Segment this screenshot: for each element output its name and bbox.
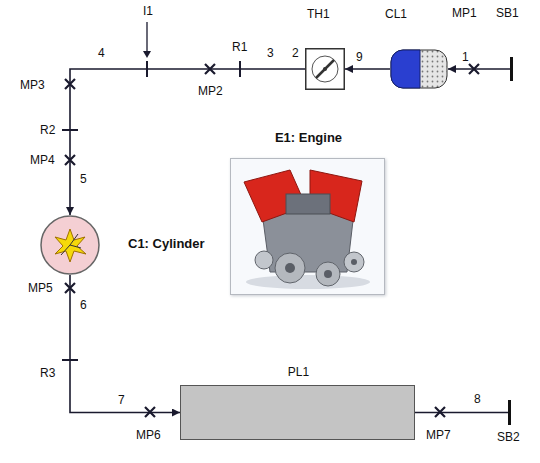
pipe-connector	[345, 68, 390, 70]
component-label: PL1	[141, 365, 456, 379]
part-name: R1	[232, 40, 247, 54]
component-label: C1: Cylinder	[128, 237, 205, 251]
air-cleaner-shape	[390, 49, 448, 89]
throttle-shape	[305, 48, 345, 90]
boundary-end: SB2	[508, 400, 511, 425]
air-cleaner: CL1	[390, 49, 448, 89]
part-name: MP2	[198, 84, 223, 98]
part-name: MP1	[452, 6, 477, 20]
pipe-number: 3	[267, 46, 274, 60]
throttle-box: TH1	[305, 48, 345, 90]
component-label: CL1	[385, 7, 407, 21]
pipe-box: PL1	[180, 385, 415, 440]
pulley-hub	[351, 259, 357, 265]
pipe-connector	[70, 69, 305, 215]
pipe-connector	[70, 275, 180, 413]
engine-ground	[231, 159, 384, 294]
part-name: MP3	[20, 78, 45, 92]
pipe-number: 2	[292, 46, 299, 60]
pipe-number: 5	[80, 172, 87, 186]
component-label: TH1	[307, 7, 330, 21]
pipe-connector	[448, 68, 510, 70]
pulley	[344, 252, 364, 272]
part-name: MP6	[136, 428, 161, 442]
injector-arrow	[146, 22, 147, 52]
pulley-hub	[324, 270, 332, 278]
pipe-number: 4	[98, 46, 105, 60]
pulley	[316, 262, 340, 286]
pipe-number: 7	[118, 393, 125, 407]
intake-manifold	[286, 194, 330, 214]
engine-frame: E1: Engine	[230, 158, 385, 295]
pipe-number: 9	[356, 50, 363, 64]
part-name: I1	[143, 4, 153, 18]
pipe-number: 8	[474, 392, 481, 406]
part-name: R3	[40, 366, 55, 380]
pulley	[255, 251, 273, 269]
injector-arrowhead	[143, 51, 151, 58]
engine-shadow	[246, 275, 370, 289]
component-label: SB2	[497, 430, 520, 444]
cylinder-shape	[40, 215, 100, 275]
measuring-points	[65, 64, 479, 417]
pipe-ticks	[62, 22, 240, 360]
part-name: MP5	[28, 281, 53, 295]
pipe-number: 1	[462, 50, 469, 64]
cylinder-circle: C1: Cylinder	[40, 215, 100, 275]
engine-illustration	[231, 159, 384, 294]
part-name: R2	[40, 123, 55, 137]
component-label: E1: Engine	[191, 131, 426, 145]
boundary-end: SB1	[510, 57, 513, 81]
component-label: SB1	[496, 6, 519, 20]
part-name: MP4	[30, 153, 55, 167]
pipe-number: 6	[80, 298, 87, 312]
part-name: MP7	[426, 428, 451, 442]
pipe-connector	[415, 412, 508, 414]
pulley	[275, 253, 305, 283]
pulley-hub	[285, 263, 295, 273]
